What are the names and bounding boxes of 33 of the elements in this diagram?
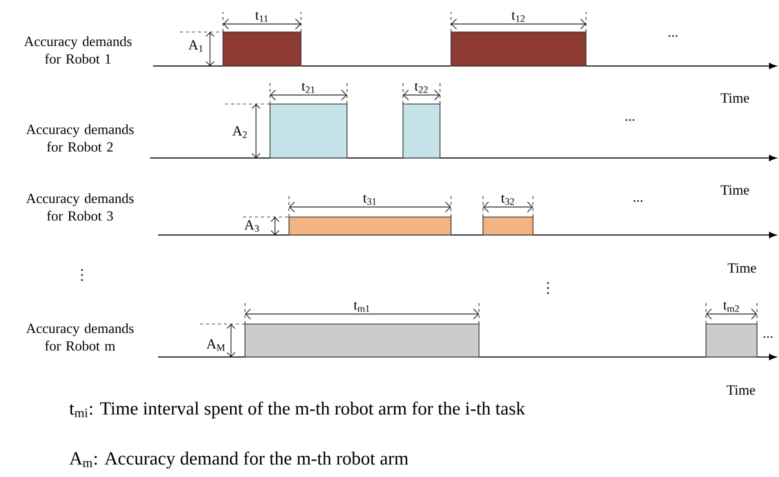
axis-label: Time bbox=[720, 185, 750, 195]
amplitude-label: A$_{3}$ bbox=[244, 220, 259, 232]
duration-label: t$_{11}$ bbox=[255, 12, 268, 22]
bar bbox=[244, 324, 480, 358]
duration-label: t$_{31}$ bbox=[363, 194, 376, 205]
duration-label: t$_{22}$ bbox=[414, 82, 428, 93]
axis-label: Time bbox=[728, 263, 756, 273]
row-label: Accuracy demands for Robot m bbox=[26, 323, 134, 351]
duration-label: t$_{12}$ bbox=[512, 12, 525, 22]
footnote: t$_{mi}$: Time interval spent of the m-th robot arm for the i-th task bbox=[69, 402, 526, 418]
footnote: A$_{m}$: Accuracy demand for the m-th robot arm bbox=[69, 452, 408, 469]
bar bbox=[450, 32, 586, 66]
bar bbox=[270, 104, 348, 158]
row-label: Accuracy demands for Robot 2 bbox=[26, 124, 134, 152]
duration-label: t$_{21}$ bbox=[302, 82, 314, 93]
amplitude-label: A$_{2}$ bbox=[232, 126, 247, 138]
bar bbox=[222, 32, 302, 66]
amplitude-label: A$_{M}$ bbox=[206, 339, 225, 351]
bar bbox=[482, 216, 534, 236]
ellipsis: ... bbox=[626, 119, 634, 121]
bar bbox=[706, 324, 758, 358]
axis-label: Time bbox=[720, 93, 750, 103]
row-label: Accuracy demands for Robot 3 bbox=[26, 193, 134, 221]
ellipsis: ... bbox=[668, 35, 678, 37]
bar bbox=[288, 216, 452, 236]
duration-label: t$_{m2}$ bbox=[723, 302, 739, 312]
axis-label: Time bbox=[726, 385, 756, 395]
ellipsis: ... bbox=[634, 200, 642, 202]
duration-label: t$_{32}$ bbox=[501, 194, 514, 205]
duration-label: t$_{m1}$ bbox=[354, 302, 370, 312]
amplitude-label: A$_{1}$ bbox=[188, 40, 203, 52]
row-label: Accuracy demands for Robot 1 bbox=[24, 36, 132, 64]
bar bbox=[402, 104, 440, 158]
